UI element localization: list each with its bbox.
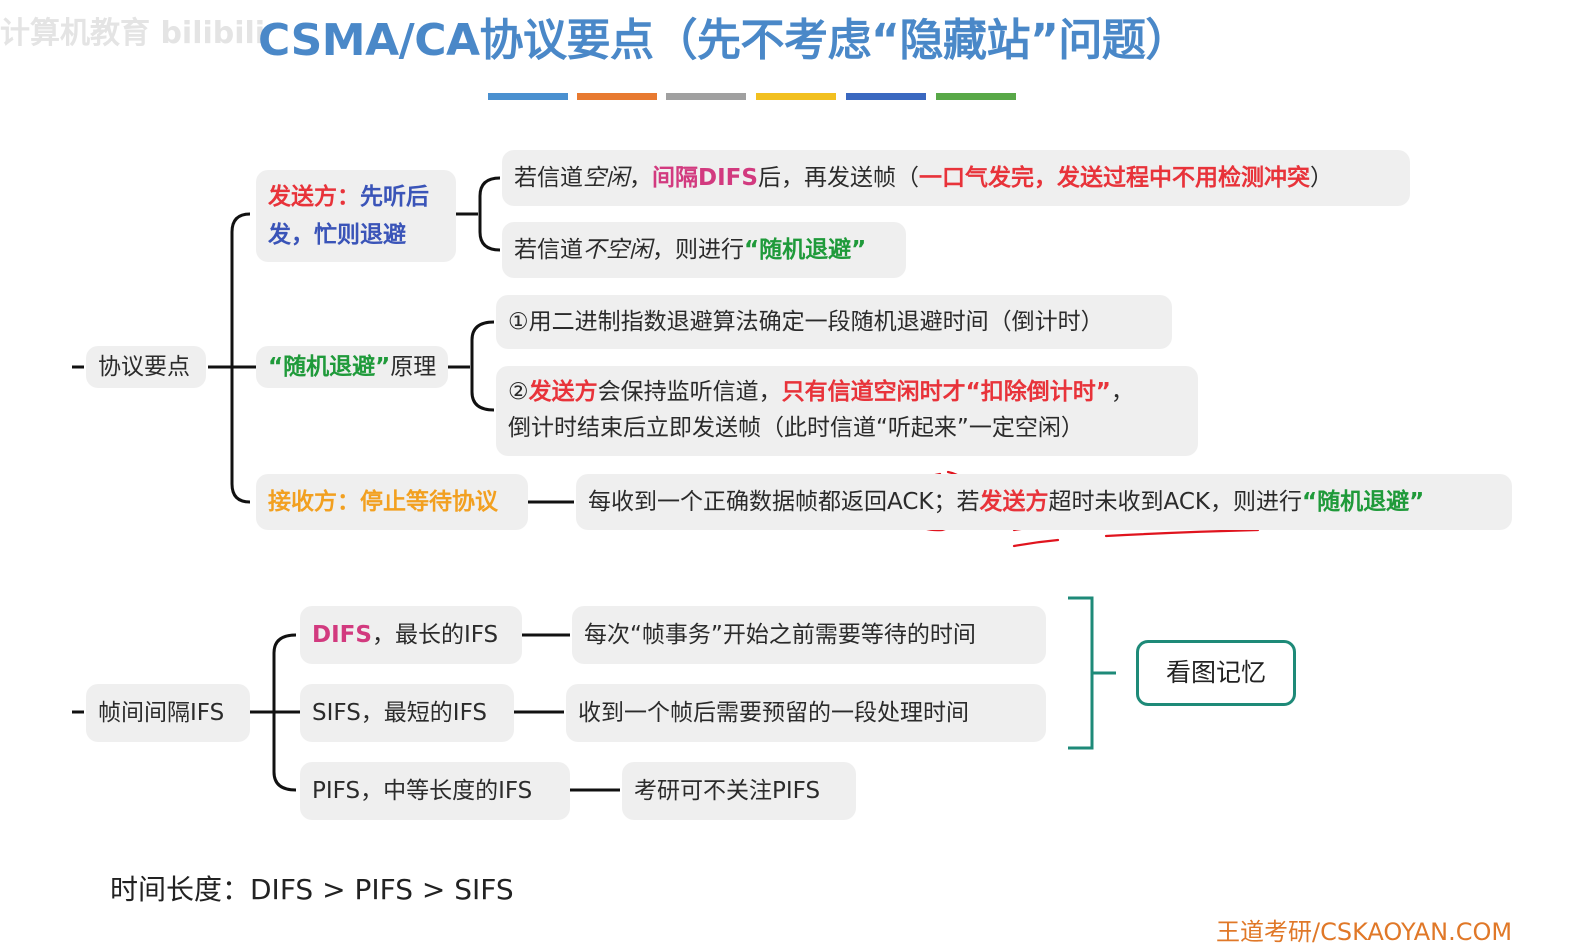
item2-line-2: 倒计时结束后立即发送帧（此时信道“听起来”一定空闲）	[508, 415, 1084, 441]
page-title: CSMA/CA协议要点（先不考虑“隐藏站”问题）	[258, 15, 1189, 66]
sender-idle-node: 若信道空闲，间隔DIFS后，再发送帧（一口气发完，发送过程中不用检测冲突）	[502, 150, 1410, 206]
item2-sender: 发送方	[528, 379, 598, 405]
difs-name: DIFS	[312, 622, 372, 648]
sifs-desc: 收到一个帧后需要预留的一段处理时间	[566, 684, 1046, 742]
backoff-item-2: ②发送方会保持监听信道，只有信道空闲时才“扣除倒计时”， 倒计时结束后立即发送帧…	[496, 366, 1198, 456]
idle-difs: 间隔DIFS	[652, 165, 758, 191]
item2-text-1: ②	[508, 379, 529, 405]
receiver-desc-1: 每收到一个正确数据帧都返回ACK；若	[588, 489, 980, 515]
pifs-desc: 考研可不关注PIFS	[622, 762, 856, 820]
color-bar-2	[577, 93, 657, 100]
pifs-node: PIFS，中等长度的IFS	[300, 762, 570, 820]
difs-node: DIFS，最长的IFS	[300, 606, 522, 664]
busy-backoff: “随机退避”	[744, 237, 867, 263]
receiver-desc-sender: 发送方	[979, 489, 1049, 515]
busy-text-1: 若信道	[514, 237, 583, 263]
idle-text-3: ，	[629, 165, 652, 191]
backoff-item-1: ①用二进制指数退避算法确定一段随机退避时间（倒计时）	[496, 295, 1172, 349]
watermark: 计算机教育 bilibili	[0, 16, 266, 51]
sender-rule-1: 先听后	[360, 184, 429, 210]
idle-text-7: ）	[1309, 165, 1333, 191]
sender-rule-2: 发，忙则退避	[268, 222, 406, 248]
difs-desc: 每次“帧事务”开始之前需要等待的时间	[572, 606, 1046, 664]
remember-box: 看图记忆	[1136, 640, 1296, 706]
receiver-desc-backoff: “随机退避”	[1301, 489, 1425, 515]
color-bar-6	[936, 93, 1016, 100]
tree2-root: 帧间间隔IFS	[86, 684, 250, 742]
backoff-node: “随机退避”原理	[256, 346, 448, 388]
color-bar-3	[666, 93, 746, 100]
sender-node: 发送方：先听后 发，忙则退避	[256, 170, 456, 262]
idle-text-5: 后，再发送帧（	[757, 165, 919, 191]
color-bar-1	[488, 93, 568, 100]
color-bar-4	[756, 93, 836, 100]
color-bar-5	[846, 93, 926, 100]
busy-text-2: 不空闲	[583, 237, 652, 263]
receiver-desc-node: 每收到一个正确数据帧都返回ACK；若发送方超时未收到ACK，则进行“随机退避”	[576, 474, 1512, 530]
item2-text-3: 会保持监听信道，	[597, 379, 782, 405]
item2-countdown: 只有信道空闲时才“扣除倒计时”	[781, 379, 1111, 405]
difs-rest: ，最长的IFS	[371, 622, 499, 648]
idle-text-2: 空闲	[583, 165, 629, 191]
busy-text-3: ，则进行	[652, 237, 744, 263]
backoff-label-rest: 原理	[390, 354, 437, 380]
backoff-label: “随机退避”	[268, 354, 391, 380]
item2-text-5: ，	[1110, 379, 1134, 405]
receiver-desc-3: 超时未收到ACK，则进行	[1048, 489, 1302, 515]
receiver-node: 接收方：停止等待协议	[256, 474, 528, 530]
sender-busy-node: 若信道不空闲，则进行“随机退避”	[502, 222, 906, 278]
sifs-node: SIFS，最短的IFS	[300, 684, 514, 742]
sender-label: 发送方：	[268, 184, 360, 210]
idle-text-1: 若信道	[514, 165, 583, 191]
footer-text: 时间长度：DIFS > PIFS > SIFS	[110, 873, 514, 906]
tree1-root: 协议要点	[86, 346, 206, 388]
idle-no-collision: 一口气发完，发送过程中不用检测冲突	[918, 165, 1310, 191]
